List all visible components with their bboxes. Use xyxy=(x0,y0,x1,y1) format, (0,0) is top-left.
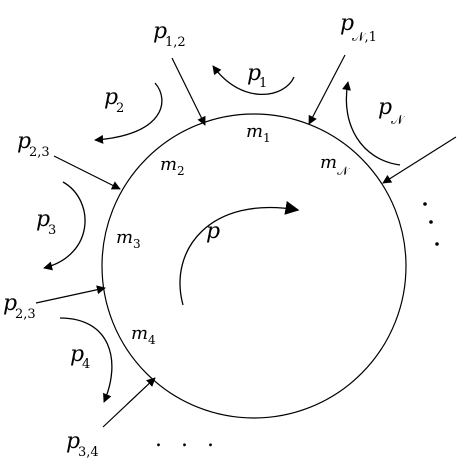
center-pressure-label: p xyxy=(206,219,220,244)
sector-label-m1: m 1 xyxy=(246,121,271,145)
svg-text:𝒩: 𝒩 xyxy=(337,164,351,178)
svg-text:𝒩: 𝒩 xyxy=(391,113,406,128)
ellipsis-right xyxy=(423,202,439,246)
svg-text:𝒩,1: 𝒩,1 xyxy=(352,30,377,45)
boundary-label-p34: p 3,4 xyxy=(66,429,99,460)
boundary-ray-p23-lower xyxy=(35,285,106,304)
outer-arrow-p2 xyxy=(94,82,163,144)
svg-text:p: p xyxy=(340,11,354,36)
sector-label-m2: m 2 xyxy=(160,154,185,178)
outer-label-p3: p 3 xyxy=(36,207,56,238)
svg-text:m: m xyxy=(131,323,148,344)
svg-text:p: p xyxy=(153,19,167,44)
svg-text:p: p xyxy=(378,95,392,120)
svg-text:p: p xyxy=(70,342,84,367)
sector-label-mN: m 𝒩 xyxy=(320,152,351,178)
boundary-ray-p23-upper xyxy=(53,155,121,190)
boundary-ray-pN1 xyxy=(308,54,346,125)
svg-text:1: 1 xyxy=(259,76,267,91)
sector-label-m3: m 3 xyxy=(116,227,141,251)
svg-text:m: m xyxy=(320,152,337,173)
outer-arrow-p1 xyxy=(212,65,295,95)
boundary-ray-p34 xyxy=(102,377,156,428)
svg-text:p: p xyxy=(3,291,17,316)
outer-arrow-pN xyxy=(342,81,401,166)
svg-text:3,4: 3,4 xyxy=(78,445,99,460)
svg-text:m: m xyxy=(246,121,263,142)
svg-text:1,2: 1,2 xyxy=(165,35,186,50)
svg-text:4: 4 xyxy=(148,333,156,347)
main-circle xyxy=(101,113,407,419)
outer-label-pN: p 𝒩 xyxy=(378,95,406,128)
sector-label-m4: m 4 xyxy=(131,323,156,347)
boundary-label-pN1: p 𝒩,1 xyxy=(340,11,377,45)
svg-text:3: 3 xyxy=(133,237,141,251)
svg-text:3: 3 xyxy=(48,223,56,238)
boundary-label-p23-lower: p 2,3 xyxy=(3,291,36,322)
boundary-ray-p12 xyxy=(171,57,206,126)
boundary-ray-pN-right xyxy=(382,136,457,184)
svg-text:p: p xyxy=(104,85,118,110)
outer-label-p2: p 2 xyxy=(104,85,124,116)
ellipsis-bottom: . . . xyxy=(155,427,220,452)
outer-arrow-p4 xyxy=(59,317,113,403)
svg-text:m: m xyxy=(160,154,177,175)
svg-text:p: p xyxy=(17,129,31,154)
outer-arrow-p3 xyxy=(43,181,86,271)
boundary-label-p23-upper: p 2,3 xyxy=(17,129,50,160)
svg-text:2: 2 xyxy=(177,164,185,178)
svg-text:1: 1 xyxy=(263,131,271,145)
outer-label-p1: p 1 xyxy=(247,61,267,91)
center-rotation-arrow xyxy=(179,200,300,306)
svg-text:2,3: 2,3 xyxy=(29,145,50,160)
svg-text:m: m xyxy=(116,227,133,248)
svg-text:p: p xyxy=(66,429,80,454)
svg-text:p: p xyxy=(247,61,261,86)
svg-text:2,3: 2,3 xyxy=(15,307,36,322)
svg-text:p: p xyxy=(36,207,50,232)
boundary-label-p12: p 1,2 xyxy=(153,19,186,50)
svg-text:2: 2 xyxy=(116,101,124,116)
svg-text:4: 4 xyxy=(82,357,90,372)
outer-label-p4: p 4 xyxy=(70,342,90,372)
